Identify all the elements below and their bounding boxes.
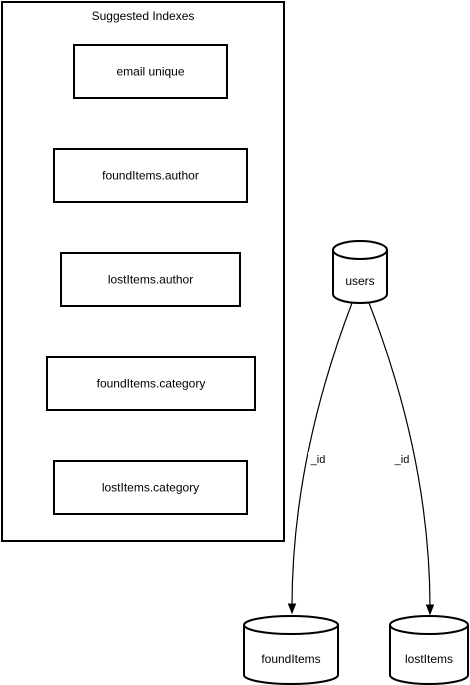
database-icon <box>243 615 339 635</box>
edge-label: _id <box>310 454 326 466</box>
collection-label: lostItems <box>405 652 453 666</box>
index-box-founditems-author[interactable]: foundItems.author <box>53 148 248 203</box>
edge-users-founditems[interactable]: _id <box>287 302 353 615</box>
index-box-lostitems-author[interactable]: lostItems.author <box>60 252 241 307</box>
index-box-lostitems-category[interactable]: lostItems.category <box>53 460 248 515</box>
arrowhead-icon <box>287 603 297 615</box>
panel-title: Suggested Indexes <box>92 9 195 23</box>
edge-users-lostitems[interactable]: _id <box>368 302 435 616</box>
collection-label: foundItems <box>261 652 320 666</box>
index-label: lostItems.author <box>108 273 193 287</box>
index-label: lostItems.category <box>102 481 199 495</box>
index-label: email unique <box>116 65 184 79</box>
index-label: foundItems.category <box>97 377 206 391</box>
collection-lostitems[interactable]: lostItems <box>389 615 469 685</box>
collection-users[interactable]: users <box>332 240 388 304</box>
collection-label: users <box>345 274 374 288</box>
index-box-founditems-category[interactable]: foundItems.category <box>46 356 256 411</box>
database-icon <box>389 615 469 635</box>
edge-label: _id <box>394 454 410 466</box>
database-icon <box>332 240 388 260</box>
index-label: foundItems.author <box>102 169 199 183</box>
arrowhead-icon <box>425 604 435 616</box>
collection-founditems[interactable]: foundItems <box>243 615 339 685</box>
index-box-email-unique[interactable]: email unique <box>73 44 228 99</box>
